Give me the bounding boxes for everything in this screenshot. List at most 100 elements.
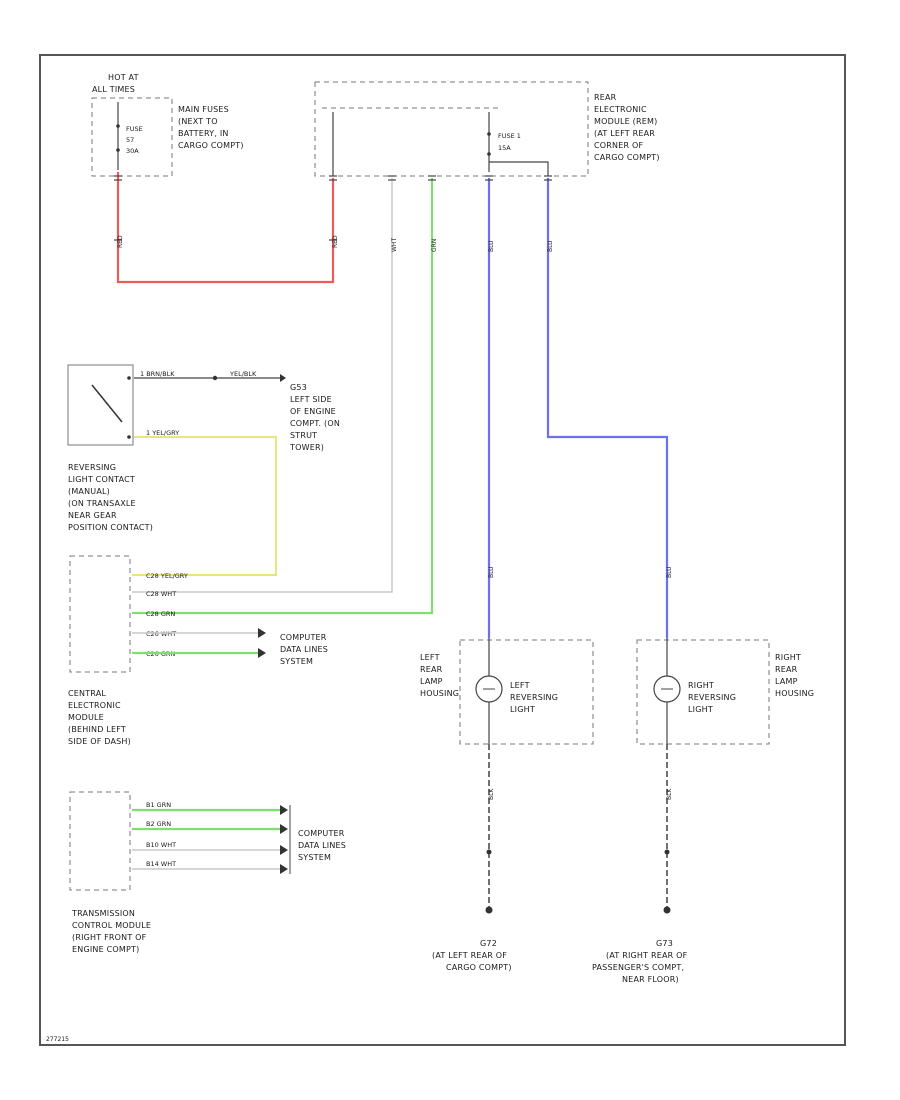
rem-label-4: (AT LEFT REAR xyxy=(594,129,655,138)
main-fuses-label-2: (NEXT TO xyxy=(178,117,218,126)
right-housing-4: HOUSING xyxy=(775,689,814,698)
switch-wire-2: YEL/BLK xyxy=(229,370,257,378)
main-fuse-label-3: 30A xyxy=(126,147,139,155)
rem-fuse-label-1: FUSE 1 xyxy=(498,132,521,140)
wire-codes: RED RED WHT GRN BLU BLU BLU BLU xyxy=(117,235,673,578)
cem-label-2: ELECTRONIC xyxy=(68,701,121,710)
tcm-label-4: ENGINE COMPT) xyxy=(72,945,139,954)
left-housing-2: REAR xyxy=(420,665,443,674)
tcm-label-3: (RIGHT FRONT OF xyxy=(72,933,147,942)
ground-left-3: CARGO COMPT) xyxy=(446,963,512,972)
cdl1-label-1: COMPUTER xyxy=(280,633,327,642)
switch-wire-3: 1 YEL/GRY xyxy=(146,429,179,437)
g53-label-6: TOWER) xyxy=(289,443,324,452)
connector-ticks xyxy=(114,175,552,241)
cem-label-1: CENTRAL xyxy=(68,689,106,698)
ground-left-1: G72 xyxy=(480,939,497,948)
cdl1-label-2: DATA LINES xyxy=(280,645,328,654)
main-fuse-box: HOT AT ALL TIMES MAIN FUSES (NEXT TO BAT… xyxy=(91,73,244,177)
red-wire xyxy=(116,172,335,284)
white-wire xyxy=(132,178,393,593)
right-light-2: REVERSING xyxy=(688,693,736,702)
svg-text:WHT: WHT xyxy=(391,238,398,252)
blue-wire-right xyxy=(546,178,669,638)
cem-pin-3: C28 GRN xyxy=(146,610,175,618)
yellow-wire xyxy=(132,436,277,576)
svg-text:BLK: BLK xyxy=(488,788,495,800)
ground-right-3: PASSENGER'S COMPT, xyxy=(592,963,684,972)
svg-text:RED: RED xyxy=(117,235,124,248)
cdl2-label-2: DATA LINES xyxy=(298,841,346,850)
cem-pin-1: C28 YEL/GRY xyxy=(146,572,188,580)
cdl2-label-3: SYSTEM xyxy=(298,853,331,862)
switch-wire-1: 1 BRN/BLK xyxy=(140,370,175,378)
left-splice-dot xyxy=(486,849,492,855)
rem-label-6: CARGO COMPT) xyxy=(594,153,660,162)
left-ground-dot xyxy=(485,906,493,914)
cem-pin-4: C26 WHT xyxy=(146,630,176,638)
left-rear-lamp: LEFT REAR LAMP HOUSING LEFT REVERSING LI… xyxy=(420,638,594,745)
ground-right-2: (AT RIGHT REAR OF xyxy=(606,951,688,960)
g53-label-2: LEFT SIDE xyxy=(290,395,332,404)
left-housing-3: LAMP xyxy=(420,677,443,686)
switch-label-2: LIGHT CONTACT xyxy=(68,475,135,484)
green-wire xyxy=(132,178,434,615)
right-light-1: RIGHT xyxy=(688,681,714,690)
main-fuses-label-4: CARGO COMPT) xyxy=(178,141,244,150)
right-housing-1: RIGHT xyxy=(775,653,801,662)
main-fuse-label-1: FUSE xyxy=(126,125,143,133)
cdl1-label-3: SYSTEM xyxy=(280,657,313,666)
switch-label-1: REVERSING xyxy=(68,463,116,472)
main-fuses-label-1: MAIN FUSES xyxy=(178,105,229,114)
right-light-3: LIGHT xyxy=(688,705,713,714)
rem-box: REAR ELECTRONIC MODULE (REM) (AT LEFT RE… xyxy=(314,81,660,177)
hot-label-1: HOT AT xyxy=(108,73,139,82)
svg-text:BLU: BLU xyxy=(488,566,495,578)
rem-label-3: MODULE (REM) xyxy=(594,117,657,126)
svg-text:GRN: GRN xyxy=(431,239,438,252)
svg-text:RED: RED xyxy=(332,235,339,248)
g53-label-1: G53 xyxy=(290,383,307,392)
cem-label-5: SIDE OF DASH) xyxy=(68,737,131,746)
cdl2-label-1: COMPUTER xyxy=(298,829,345,838)
main-fuse-label-2: 57 xyxy=(126,136,134,144)
left-light-2: REVERSING xyxy=(510,693,558,702)
ground-right-4: NEAR FLOOR) xyxy=(622,975,679,984)
hot-label-2: ALL TIMES xyxy=(92,85,135,94)
ground-left-2: (AT LEFT REAR OF xyxy=(432,951,507,960)
svg-text:BLU: BLU xyxy=(666,566,673,578)
diagram-frame xyxy=(39,54,846,1046)
footer-code: 277215 xyxy=(46,1036,69,1043)
switch-label-3: (MANUAL) xyxy=(68,487,110,496)
svg-text:BLU: BLU xyxy=(488,240,495,252)
switch-label-5: NEAR GEAR xyxy=(68,511,117,520)
g53-label-5: STRUT xyxy=(290,431,317,440)
main-fuses-label-3: BATTERY, IN xyxy=(178,129,229,138)
right-housing-3: LAMP xyxy=(775,677,798,686)
switch-label-6: POSITION CONTACT) xyxy=(68,523,153,532)
tcm-pin-2: B2 GRN xyxy=(146,820,171,828)
left-light-3: LIGHT xyxy=(510,705,535,714)
rem-label-2: ELECTRONIC xyxy=(594,105,647,114)
right-ground-dot xyxy=(663,906,671,914)
svg-text:BLK: BLK xyxy=(666,788,673,800)
right-housing-2: REAR xyxy=(775,665,798,674)
tcm-pin-4: B14 WHT xyxy=(146,860,176,868)
right-splice-dot xyxy=(664,849,670,855)
tcm-module: B1 GRN B2 GRN B10 WHT B14 WHT COMPUTER D… xyxy=(69,791,346,954)
right-rear-lamp: RIGHT REVERSING LIGHT RIGHT REAR LAMP HO… xyxy=(636,638,814,745)
cem-label-4: (BEHIND LEFT xyxy=(68,725,126,734)
cem-module: C28 YEL/GRY C28 WHT C28 GRN C26 WHT C26 … xyxy=(68,555,328,746)
tcm-pin-3: B10 WHT xyxy=(146,841,176,849)
svg-text:BLU: BLU xyxy=(547,240,554,252)
rem-label-5: CORNER OF xyxy=(594,141,643,150)
switch-label-4: (ON TRANSAXLE xyxy=(68,499,136,508)
rem-label-1: REAR xyxy=(594,93,617,102)
ground-right-1: G73 xyxy=(656,939,673,948)
reversing-switch: 1 BRN/BLK YEL/BLK 1 YEL/GRY G53 LEFT SID… xyxy=(67,364,340,532)
cem-label-3: MODULE xyxy=(68,713,104,722)
g53-label-4: COMPT. (ON xyxy=(290,419,340,428)
g53-label-3: OF ENGINE xyxy=(290,407,336,416)
tcm-pin-1: B1 GRN xyxy=(146,801,171,809)
